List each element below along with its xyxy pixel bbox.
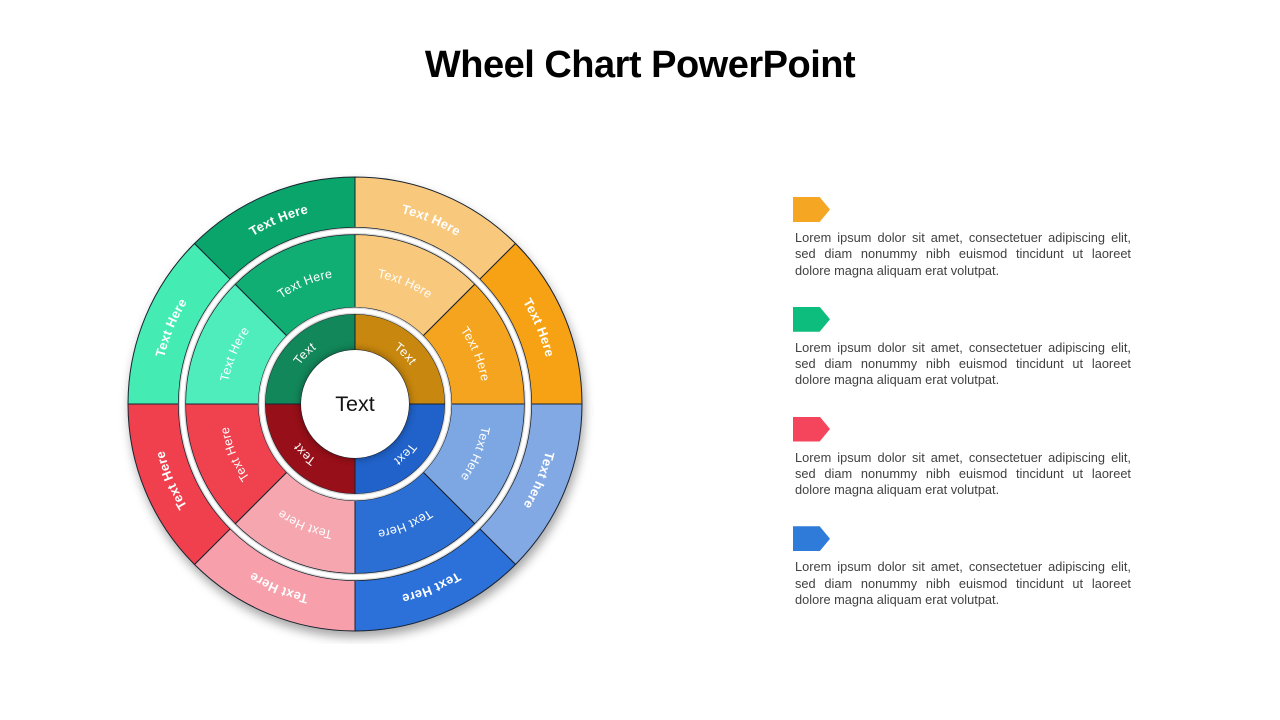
wheel-center-circle (301, 350, 409, 458)
legend-item: Lorem ipsum dolor sit amet, consectetuer… (793, 306, 1131, 389)
legend-item: Lorem ipsum dolor sit amet, consectetuer… (793, 416, 1131, 499)
ring-separator-1 (180, 229, 530, 579)
legend-text: Lorem ipsum dolor sit amet, consectetuer… (795, 339, 1131, 388)
legend-text: Lorem ipsum dolor sit amet, consectetuer… (795, 449, 1131, 498)
tag-arrow-icon (793, 526, 830, 552)
legend-text: Lorem ipsum dolor sit amet, consectetuer… (795, 559, 1131, 607)
legend: Lorem ipsum dolor sit amet, consectetuer… (793, 197, 1131, 608)
page-title: Wheel Chart PowerPoint (424, 44, 856, 86)
tag-arrow-icon (793, 306, 830, 332)
legend-text: Lorem ipsum dolor sit amet, consectetuer… (795, 230, 1131, 278)
wheel-outer-segment-7 (193, 176, 356, 280)
ring-separator-0 (259, 308, 451, 500)
tag-arrow-icon (793, 416, 830, 442)
legend-item: Lorem ipsum dolor sit amet, consectetuer… (793, 197, 1131, 279)
wheel-center-label: Text (335, 392, 374, 416)
legend-item: Lorem ipsum dolor sit amet, consectetuer… (793, 526, 1131, 608)
tag-arrow-icon (793, 197, 830, 222)
